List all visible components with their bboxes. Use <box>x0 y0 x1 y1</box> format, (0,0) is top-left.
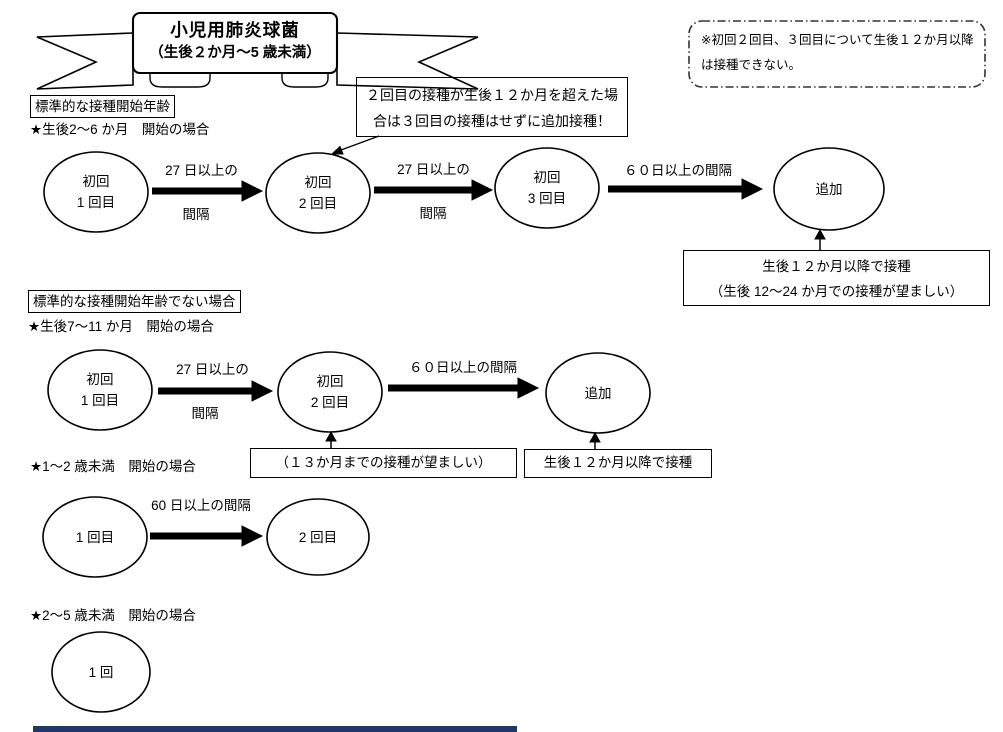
node-label-r2-2-line1: 初回 <box>316 374 344 389</box>
node-label-r4-1: 1 回 <box>88 665 114 680</box>
ribbon-right-tail <box>336 32 479 90</box>
arrow-label-r1-3: ６０日以上の間隔 <box>624 163 732 178</box>
r1-booster-annotation-line2: （生後 12～24 か月での接種が望ましい） <box>709 284 964 299</box>
arrowhead-up-r2-booster <box>589 431 601 443</box>
node-label-r2-1: 初回 1 回目 <box>48 369 152 411</box>
arrow-label-r1-1-bottom: 間隔 <box>182 207 210 222</box>
node-label-r1-booster: 追加 <box>815 182 843 197</box>
arrowhead-r1-1 <box>241 180 264 202</box>
ribbon-curl-right <box>281 70 329 88</box>
restriction-note: ※初回２回目、３回目について生後１２か月以降 は接種できない。 <box>701 28 977 78</box>
note-border <box>688 20 986 88</box>
arrowhead-up-r2-2 <box>325 430 337 442</box>
node-label-r1-1-line2: 1 回目 <box>76 195 116 210</box>
r2-node2-annotation-box: （１３か月までの接種が望ましい） <box>250 448 517 478</box>
node-label-r2-2: 初回 2 回目 <box>278 371 382 413</box>
ribbon-panel <box>131 11 339 75</box>
r2-booster-annotation-box: 生後１２か月以降で接種 <box>524 449 712 478</box>
callout-line1: ２回目の接種が生後１２か月を超えた場 <box>366 87 618 103</box>
section2-heading-wrap: 標準的な接種開始年齢でない場合 <box>28 290 241 313</box>
arrow-label-r2-1-top: 27 日以上の <box>176 362 249 377</box>
callout-line2: 合は３回目の接種はせずに追加接種！ <box>373 113 611 129</box>
arrowhead-r3-1 <box>241 525 264 547</box>
node-label-r1-2: 初回 2 回目 <box>266 172 370 214</box>
callout-leader-arrowhead <box>330 145 344 155</box>
callout-leader <box>330 135 380 155</box>
section1-heading-wrap: 標準的な接種開始年齢 <box>30 95 175 118</box>
ribbon-left-tail <box>36 32 134 90</box>
node-label-r1-2-line1: 初回 <box>304 175 332 190</box>
page-subtitle: （生後２か月～5 歳未満） <box>149 45 321 61</box>
arrowhead-r2-1 <box>251 380 274 402</box>
arrow-label-r2-2: ６０日以上の間隔 <box>409 360 517 375</box>
arrow-label-r1-2-bottom: 間隔 <box>419 206 447 221</box>
section1-case-label: ★生後2～6 か月 開始の場合 <box>30 122 210 137</box>
node-label-r2-1-line1: 初回 <box>86 372 114 387</box>
restriction-note-line1: ※初回２回目、３回目について生後１２か月以降 <box>701 33 974 47</box>
ribbon-curl-left <box>149 70 211 88</box>
r1-booster-annotation-line1: 生後１２か月以降で接種 <box>762 259 911 274</box>
r1-booster-annotation-box: 生後１２か月以降で接種 （生後 12～24 か月での接種が望ましい） <box>683 250 990 306</box>
node-label-r2-1-line2: 1 回目 <box>80 393 120 408</box>
node-ellipse-r1-2 <box>265 152 371 234</box>
node-ellipse-r4-1 <box>51 631 151 713</box>
restriction-note-line2: は接種できない。 <box>701 58 802 72</box>
banner-title-block: 小児用肺炎球菌 （生後２か月～5 歳未満） <box>133 17 337 64</box>
section2-case-label: ★生後7～11 か月 開始の場合 <box>28 319 214 334</box>
arrowhead-up-r1-booster <box>814 228 826 240</box>
node-ellipse-r1-3 <box>494 147 600 229</box>
arrowhead-r1-2 <box>471 179 494 201</box>
node-ellipse-r1-1 <box>43 151 149 233</box>
callout-box: ２回目の接種が生後１２か月を超えた場 合は３回目の接種はせずに追加接種！ <box>356 77 628 137</box>
annotation-arrows <box>325 228 826 449</box>
page-title: 小児用肺炎球菌 <box>170 20 300 40</box>
node-label-r1-3-line2: 3 回目 <box>527 191 567 206</box>
node-ellipse-r3-2 <box>266 498 370 576</box>
node-label-r2-booster: 追加 <box>584 386 612 401</box>
node-ellipse-r2-booster <box>545 352 651 434</box>
arrow-label-r3-1: 60 日以上の間隔 <box>151 498 251 513</box>
arrowhead-r2-2 <box>517 377 540 399</box>
window-edge-bar <box>33 726 517 732</box>
arrow-label-r1-2-top: 27 日以上の <box>397 162 470 177</box>
node-ellipse-r1-booster <box>773 147 885 231</box>
node-label-r1-3: 初回 3 回目 <box>495 167 599 209</box>
section4-case-label: ★2～5 歳未満 開始の場合 <box>30 608 196 623</box>
node-label-r1-2-line2: 2 回目 <box>298 196 338 211</box>
arrow-label-r2-1-bottom: 間隔 <box>191 406 219 421</box>
node-label-r1-1-line1: 初回 <box>82 174 110 189</box>
node-ellipse-r2-1 <box>47 349 153 431</box>
node-label-r1-1: 初回 1 回目 <box>44 171 148 213</box>
section1-heading: 標準的な接種開始年齢 <box>30 95 175 118</box>
section3-case-label: ★1～2 歳未満 開始の場合 <box>30 459 196 474</box>
flow-arrows <box>150 178 764 547</box>
node-label-r2-2-line2: 2 回目 <box>310 395 350 410</box>
node-label-r1-3-line1: 初回 <box>533 170 561 185</box>
section2-heading: 標準的な接種開始年齢でない場合 <box>28 290 241 313</box>
callout-leader-line <box>340 135 380 151</box>
arrowhead-r1-3 <box>741 178 764 200</box>
node-label-r3-2: 2 回目 <box>298 530 338 545</box>
arrow-label-r1-1-top: 27 日以上の <box>165 163 238 178</box>
node-ellipse-r3-1 <box>42 496 148 578</box>
node-label-r3-1: 1 回目 <box>75 530 115 545</box>
node-ellipse-r2-2 <box>277 351 383 433</box>
